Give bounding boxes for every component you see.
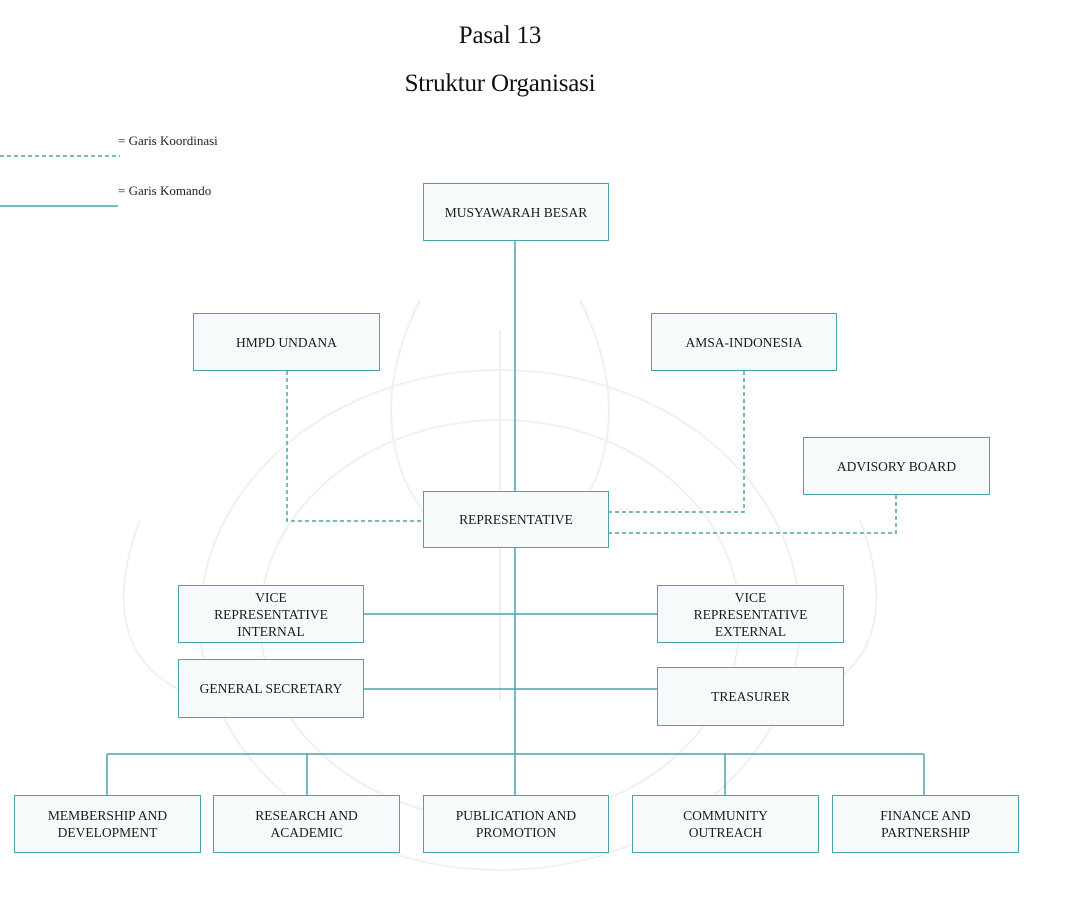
hmpd-coordination [286, 371, 423, 522]
box-amsa-indonesia: AMSA-INDONESIA [651, 313, 837, 371]
box-publication-promotion: PUBLICATION AND PROMOTION [423, 795, 609, 853]
box-finance-partnership: FINANCE AND PARTNERSHIP [832, 795, 1019, 853]
box-advisory-board: ADVISORY BOARD [803, 437, 990, 495]
box-vice-internal: VICE REPRESENTATIVE INTERNAL [178, 585, 364, 643]
page-title: Struktur Organisasi [404, 70, 596, 97]
amsa-coordination [608, 371, 745, 513]
box-general-secretary: GENERAL SECRETARY [178, 659, 364, 718]
box-membership-development: MEMBERSHIP AND DEVELOPMENT [14, 795, 201, 853]
box-treasurer: TREASURER [657, 667, 844, 726]
advisory-coordination [608, 495, 897, 534]
article-number: Pasal 13 [458, 22, 542, 49]
legend-command-label: = Garis Komando [118, 183, 212, 198]
box-community-outreach: COMMUNITY OUTREACH [632, 795, 819, 853]
box-musyawarah-besar: MUSYAWARAH BESAR [423, 183, 609, 241]
box-research-academic: RESEARCH AND ACADEMIC [213, 795, 400, 853]
box-hmpd-undana: HMPD UNDANA [193, 313, 380, 371]
legend-coordination-label: = Garis Koordinasi [118, 133, 218, 148]
box-representative: REPRESENTATIVE [423, 491, 609, 548]
box-vice-external: VICE REPRESENTATIVE EXTERNAL [657, 585, 844, 643]
